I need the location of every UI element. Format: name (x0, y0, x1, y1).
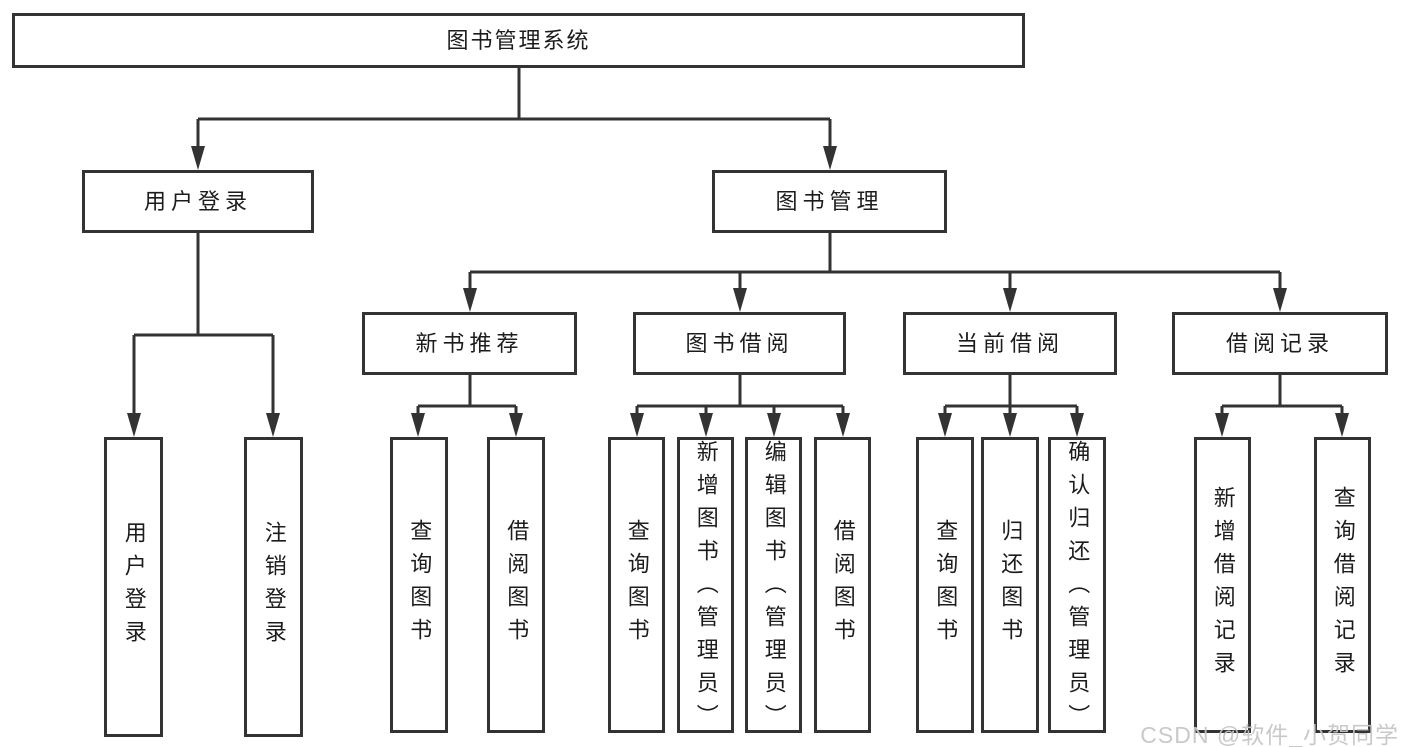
node-bb-query-books: 查询图书 (608, 437, 665, 733)
node-br-query-record: 查询借阅记录 (1314, 437, 1371, 733)
node-label: 新增借阅记录 (1210, 486, 1236, 684)
node-label: 查询图书 (407, 519, 433, 651)
node-label: 用户登录 (143, 188, 252, 214)
node-label: 编辑图书（管理员） (761, 440, 787, 737)
arrowheads (127, 146, 1349, 437)
node-book-management: 图书管理 (712, 170, 947, 233)
node-borrowing-records: 借阅记录 (1172, 312, 1388, 375)
node-label: 归还图书 (998, 519, 1024, 651)
csdn-watermark: CSDN @软件_小贺同学 (1140, 722, 1399, 747)
node-label: 新书推荐 (415, 330, 524, 356)
node-label: 图书借阅 (685, 330, 794, 356)
node-nb-borrow-books: 借阅图书 (487, 437, 545, 733)
node-user-login-leaf: 用户登录 (104, 437, 163, 737)
node-label: 借阅图书 (504, 519, 530, 651)
node-logout: 注销登录 (244, 437, 303, 737)
node-bb-add-books-admin: 新增图书（管理员） (677, 437, 734, 737)
node-bb-edit-books-admin: 编辑图书（管理员） (745, 437, 802, 737)
node-label: 当前借阅 (955, 330, 1064, 356)
node-label: 查询图书 (933, 519, 959, 651)
node-cb-confirm-return-admin: 确认归还（管理员） (1048, 437, 1106, 737)
node-label: 用户登录 (121, 521, 147, 653)
node-cb-query-books: 查询图书 (916, 437, 974, 733)
node-book-borrowing: 图书借阅 (633, 312, 846, 375)
node-bb-borrow-books: 借阅图书 (814, 437, 871, 733)
node-br-add-record: 新增借阅记录 (1194, 437, 1251, 733)
node-new-book-recommendation: 新书推荐 (362, 312, 577, 375)
node-label: 查询借阅记录 (1330, 486, 1356, 684)
node-nb-query-books: 查询图书 (390, 437, 448, 733)
node-cb-return-books: 归还图书 (981, 437, 1039, 733)
node-library-management-system: 图书管理系统 (12, 13, 1025, 68)
node-label: 图书管理 (775, 188, 884, 214)
node-label: 查询图书 (624, 519, 650, 651)
node-label: 借阅记录 (1225, 330, 1334, 356)
node-label: 注销登录 (261, 521, 287, 653)
node-current-borrowing: 当前借阅 (903, 312, 1117, 375)
node-user-login: 用户登录 (82, 170, 314, 233)
connector-stems (132, 68, 1344, 418)
node-label: 借阅图书 (830, 519, 856, 651)
node-label: 新增图书（管理员） (693, 440, 719, 737)
node-label: 确认归还（管理员） (1065, 440, 1091, 737)
node-label: 图书管理系统 (446, 27, 591, 53)
